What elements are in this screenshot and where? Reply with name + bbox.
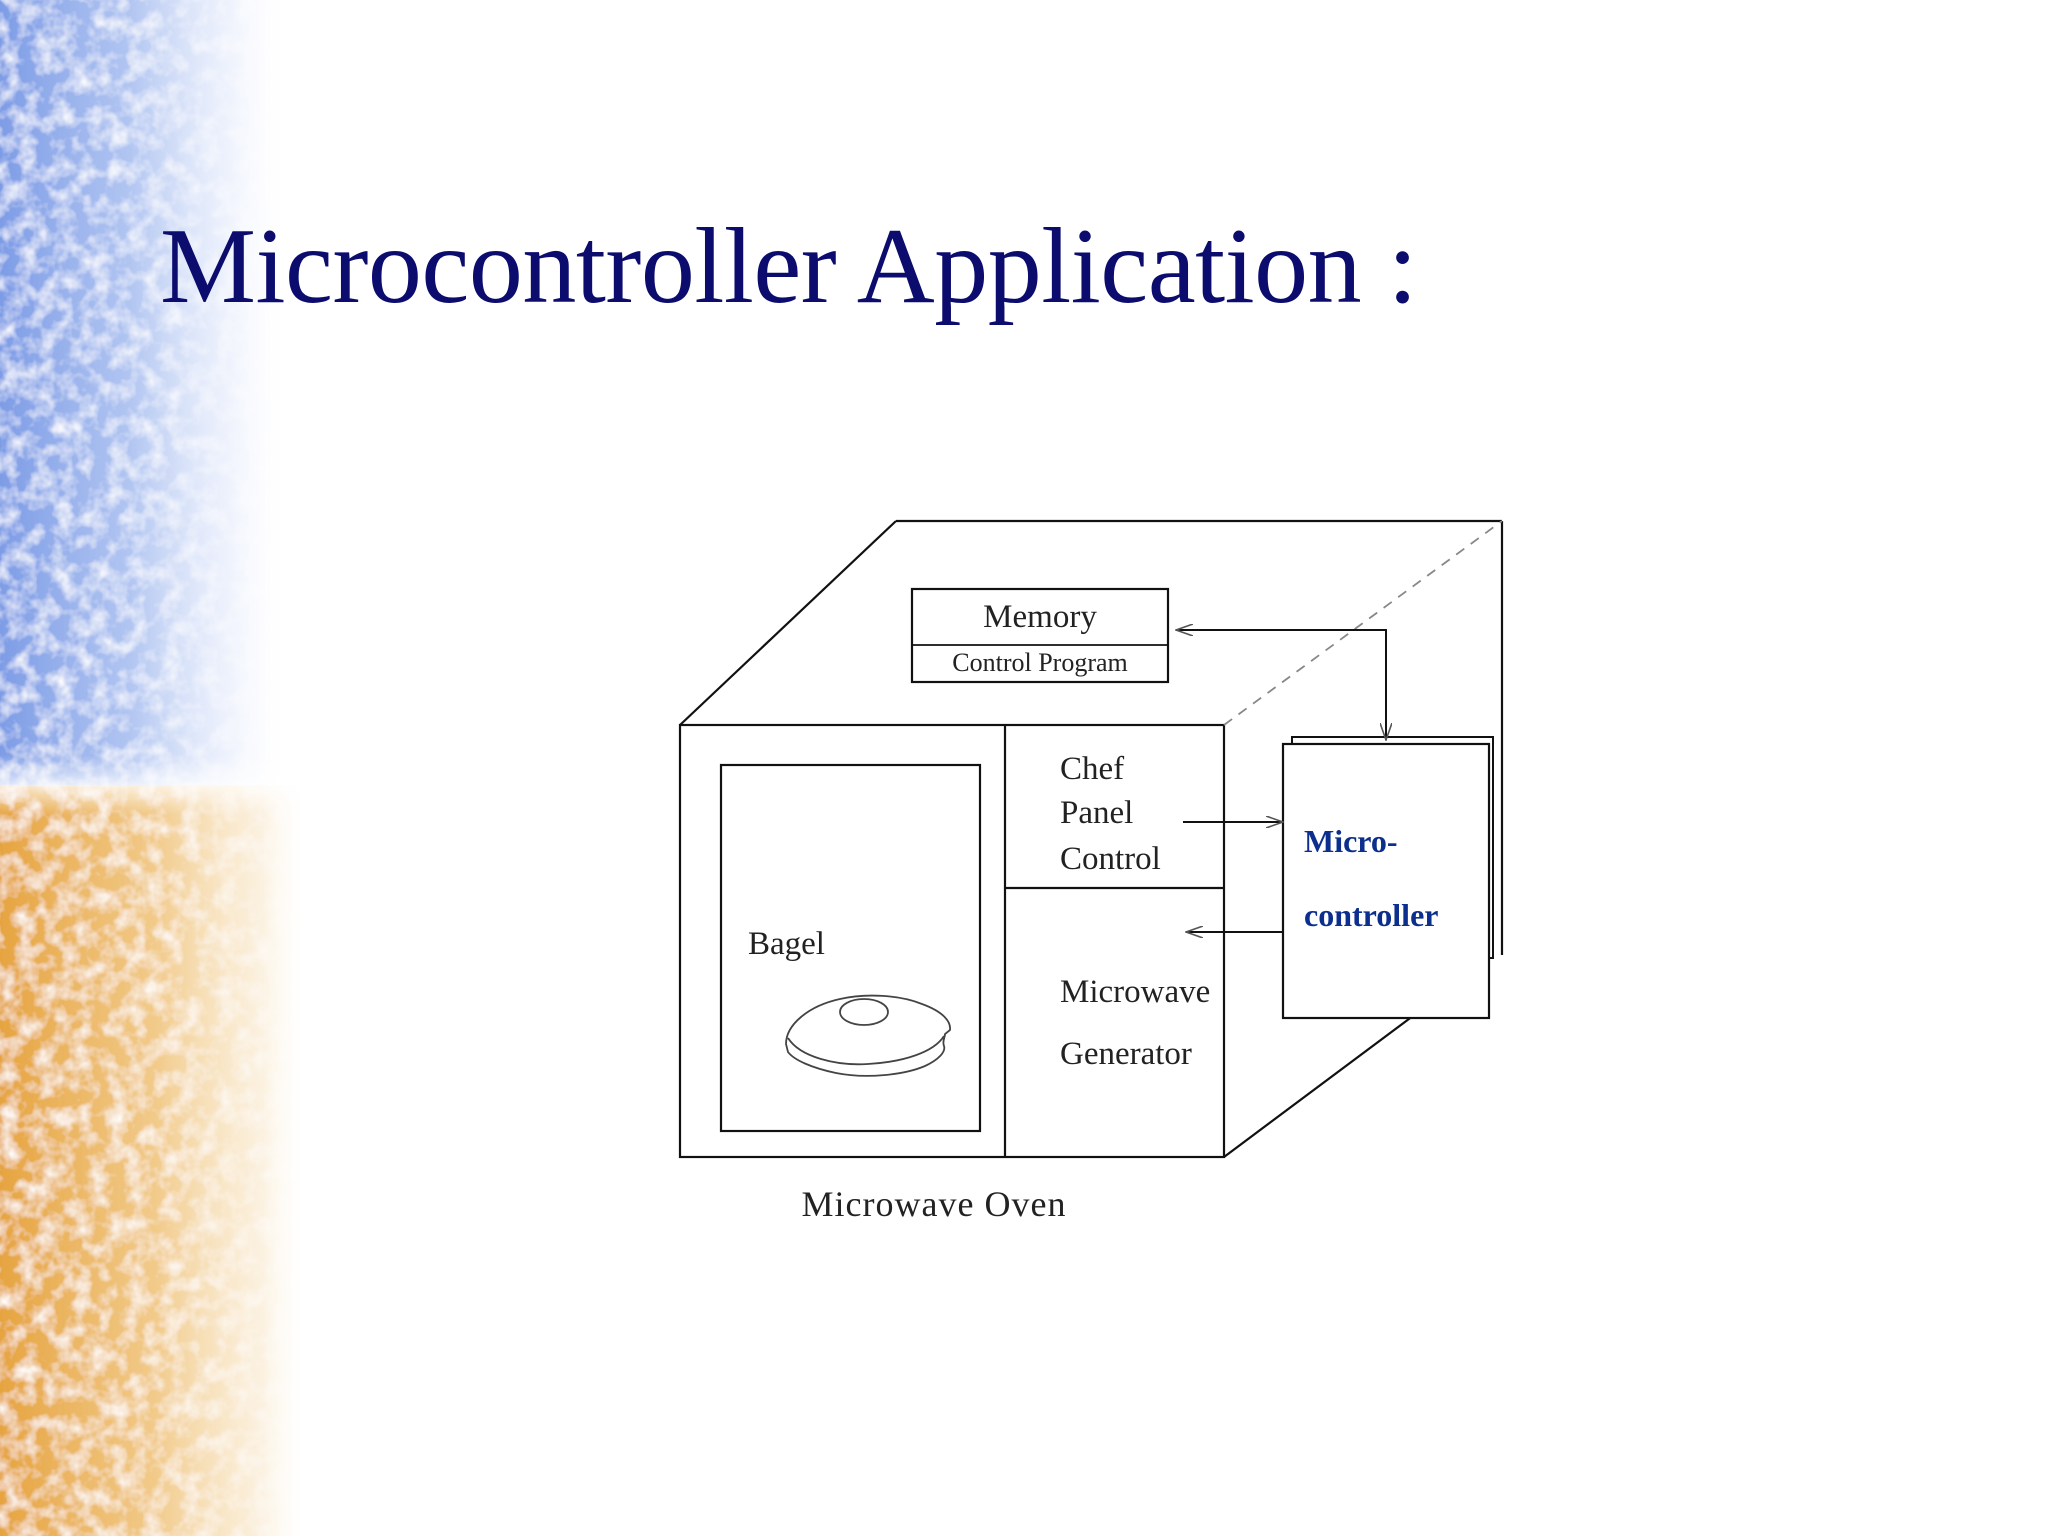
chef-panel-line-3: Control xyxy=(1060,841,1161,877)
generator-line-2: Generator xyxy=(1060,1036,1192,1072)
bagel-icon xyxy=(785,994,951,1077)
oven-compartments xyxy=(719,725,1224,1157)
signal-arrows xyxy=(1176,630,1386,932)
chef-panel-line-2: Panel xyxy=(1060,795,1133,831)
microcontroller-box: Micro- controller xyxy=(1281,736,1494,1020)
slide-title: Microcontroller Application : xyxy=(160,207,1418,326)
oven-cavity xyxy=(719,763,982,1133)
bagel-label: Bagel xyxy=(748,926,825,962)
diagram-caption: Microwave Oven xyxy=(802,1184,1067,1224)
arrow-to-memory xyxy=(1176,630,1387,632)
memory-label: Memory xyxy=(983,599,1097,635)
microcontroller-label-line-1: Micro- xyxy=(1304,823,1398,859)
generator-line-1: Microwave xyxy=(1060,974,1210,1010)
control-program-label: Control Program xyxy=(952,648,1128,677)
memory-box: Memory Control Program xyxy=(910,587,1170,684)
microcontroller-label-line-2: controller xyxy=(1304,897,1438,933)
chef-panel-line-1: Chef xyxy=(1060,751,1124,787)
oven-box-outline xyxy=(678,519,1504,1159)
